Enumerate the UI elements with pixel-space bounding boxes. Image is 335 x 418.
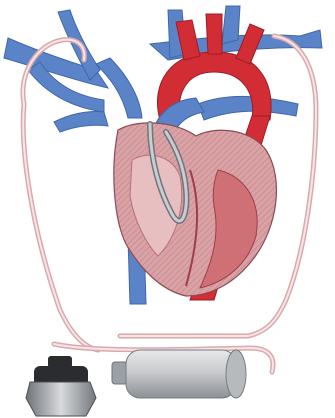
canister-end bbox=[226, 350, 246, 398]
generator-base bbox=[26, 382, 96, 416]
canister-body bbox=[126, 350, 236, 398]
pulse-generator bbox=[26, 356, 96, 416]
left-pulmonary-branches bbox=[54, 111, 108, 132]
battery-canister bbox=[112, 350, 246, 398]
right-pulmonary-branches bbox=[198, 96, 298, 120]
carotid-artery bbox=[206, 14, 222, 54]
right-jugular-vein bbox=[222, 6, 240, 44]
